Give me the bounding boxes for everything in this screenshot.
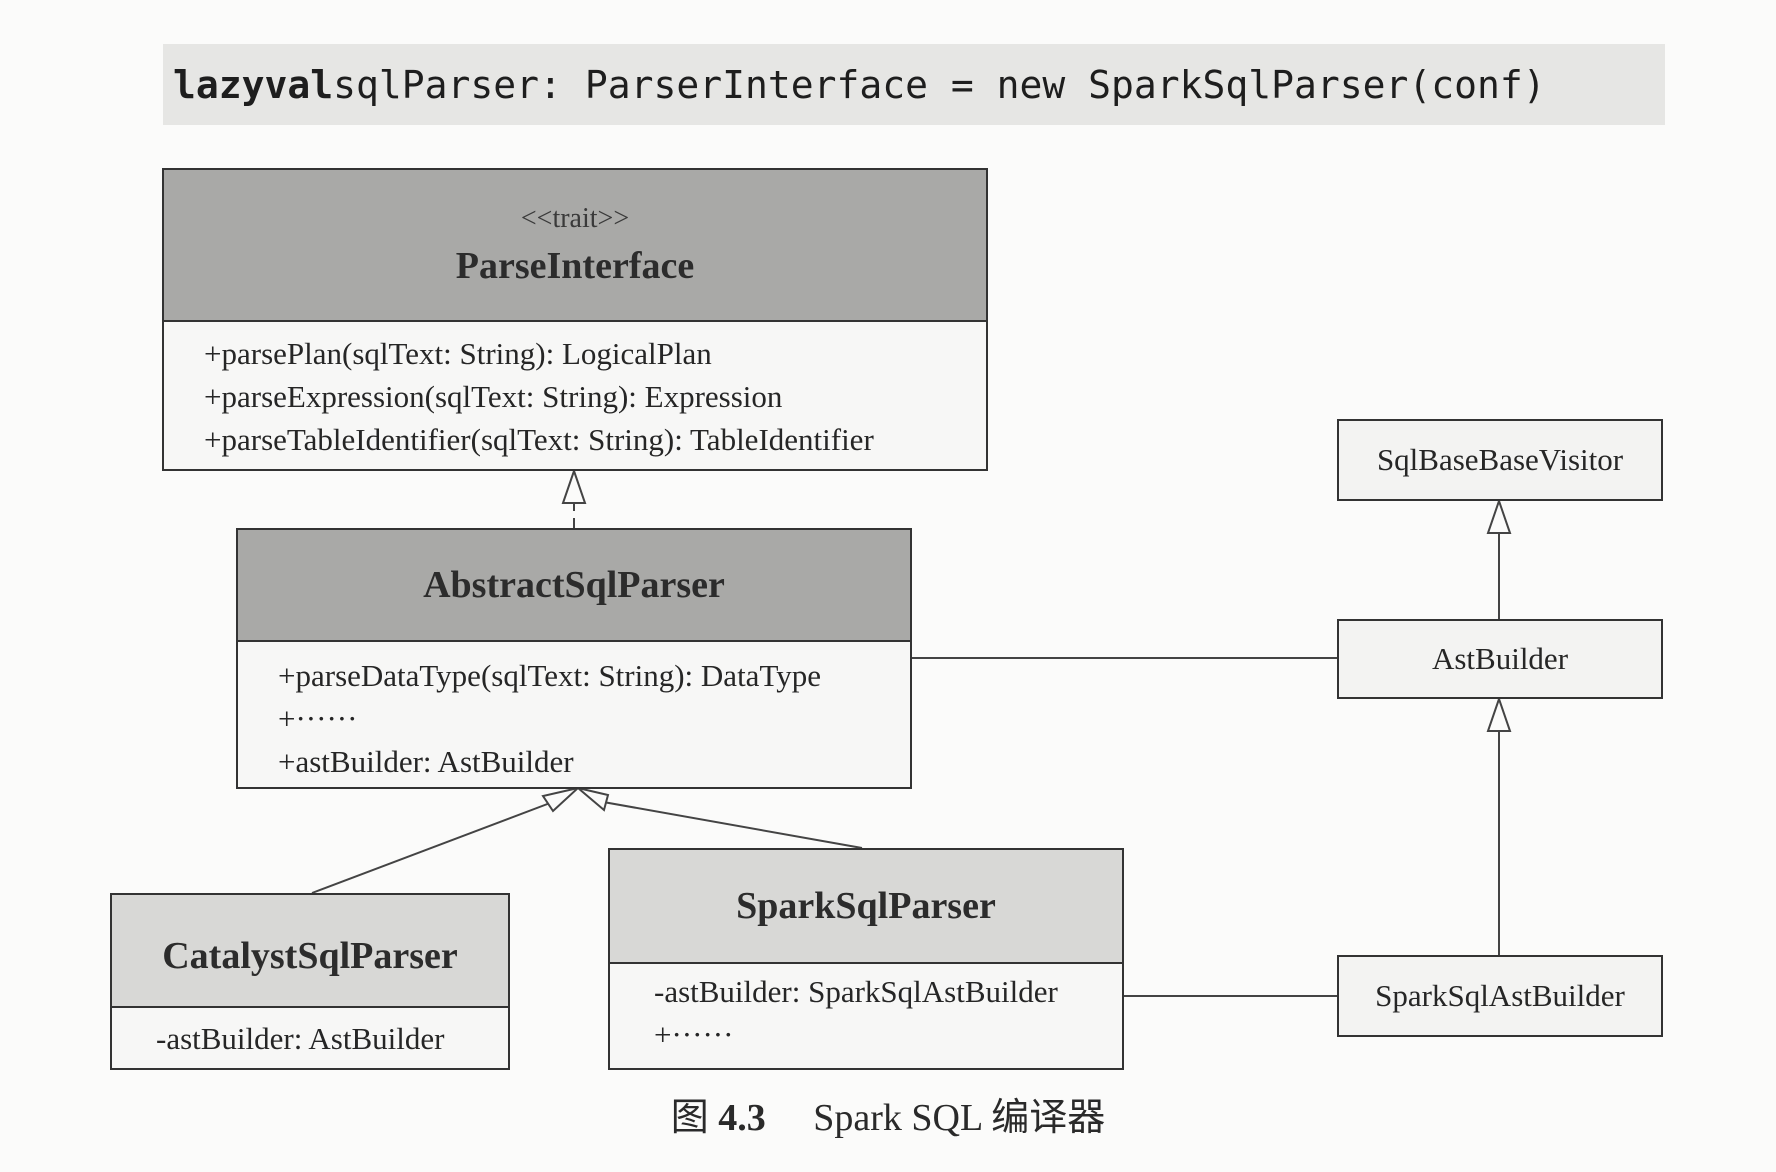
class-name: ParseInterface xyxy=(455,245,695,287)
class-name: SqlBaseBaseVisitor xyxy=(1376,442,1624,477)
code-keyword-lazy: lazy xyxy=(173,62,265,107)
class-ast-builder: AstBuilder xyxy=(1337,619,1663,699)
class-name: SparkSqlParser xyxy=(736,885,996,927)
member: +parseExpression(sqlText: String): Expre… xyxy=(204,379,783,414)
class-name: SparkSqlAstBuilder xyxy=(1375,978,1625,1013)
class-name: AbstractSqlParser xyxy=(423,564,725,606)
class-name: AstBuilder xyxy=(1431,641,1569,676)
code-text: sqlParser: ParserInterface = new SparkSq… xyxy=(333,62,1546,107)
member: -astBuilder: AstBuilder xyxy=(156,1021,445,1056)
caption-number: 4.3 xyxy=(718,1097,766,1139)
member: +parsePlan(sqlText: String): LogicalPlan xyxy=(204,336,712,371)
class-parse-interface: <<trait>> ParseInterface +parsePlan(sqlT… xyxy=(162,168,988,471)
code-snippet: lazy val sqlParser: ParserInterface = ne… xyxy=(163,44,1665,125)
member: -astBuilder: SparkSqlAstBuilder xyxy=(654,974,1058,1009)
class-members: -astBuilder: SparkSqlAstBuilder +······ xyxy=(610,964,1122,1056)
caption-prefix: 图 xyxy=(670,1097,709,1139)
member: +astBuilder: AstBuilder xyxy=(278,744,574,779)
caption-title: Spark SQL 编译器 xyxy=(813,1097,1106,1139)
class-header: CatalystSqlParser xyxy=(112,895,508,1008)
class-header: SparkSqlParser xyxy=(610,850,1122,964)
triangle-abstract-left xyxy=(541,786,582,813)
class-members: +parsePlan(sqlText: String): LogicalPlan… xyxy=(164,322,986,461)
member: +······ xyxy=(654,1017,734,1052)
class-members: +parseDataType(sqlText: String): DataTyp… xyxy=(238,642,910,783)
member: +parseDataType(sqlText: String): DataTyp… xyxy=(278,658,821,693)
class-members: -astBuilder: AstBuilder xyxy=(112,1008,508,1060)
triangle-astbuilder xyxy=(1486,695,1512,732)
class-spark-sql-ast-builder: SparkSqlAstBuilder xyxy=(1337,955,1663,1037)
triangle-parseinterface xyxy=(561,467,587,504)
edge-spark-to-abstract xyxy=(591,799,863,849)
code-keyword-val: val xyxy=(264,62,334,107)
class-header: <<trait>> ParseInterface xyxy=(164,170,986,322)
class-header: AbstractSqlParser xyxy=(238,530,910,642)
class-spark-sql-parser: SparkSqlParser -astBuilder: SparkSqlAstB… xyxy=(608,848,1124,1070)
triangle-visitor xyxy=(1486,497,1512,534)
member: +······ xyxy=(278,701,358,736)
triangle-abstract-right xyxy=(577,787,610,812)
class-catalyst-sql-parser: CatalystSqlParser -astBuilder: AstBuilde… xyxy=(110,893,510,1070)
class-sql-base-base-visitor: SqlBaseBaseVisitor xyxy=(1337,419,1663,501)
member: +parseTableIdentifier(sqlText: String): … xyxy=(204,422,874,457)
figure-caption: 图 4.3 Spark SQL 编译器 xyxy=(0,1086,1776,1141)
class-abstract-sql-parser: AbstractSqlParser +parseDataType(sqlText… xyxy=(236,528,912,789)
class-name: CatalystSqlParser xyxy=(162,934,458,977)
stereotype-label: <<trait>> xyxy=(520,203,630,234)
edge-catalyst-to-abstract xyxy=(311,799,559,894)
